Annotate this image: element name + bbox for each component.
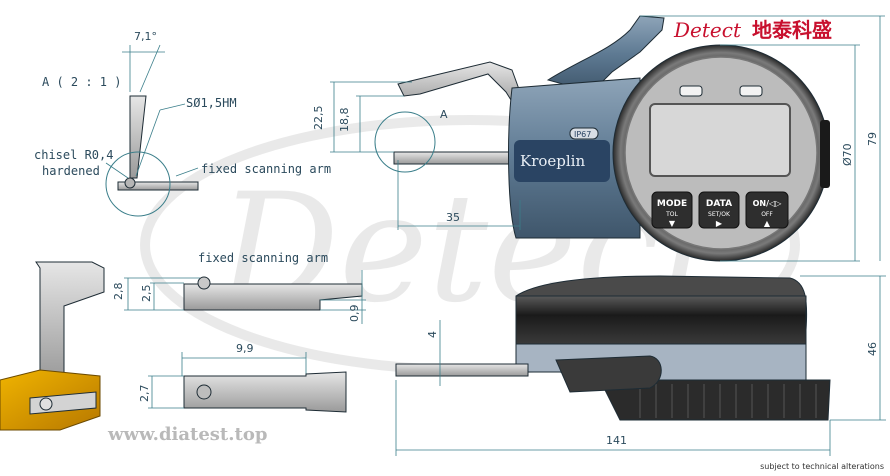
on-button[interactable]: ON/◁▷ OFF ▲ [745,191,789,229]
ball-dim: SØ1,5HM [186,96,237,110]
data-sub: SET/OK [708,211,731,218]
data-label: DATA [706,199,732,209]
dim-46: 46 [866,342,879,356]
brand-en: Detect [673,18,742,42]
mode-sub: TOL [665,211,678,218]
dim-18-8: 18,8 [338,108,351,133]
arm-label-1: fixed scanning arm [201,162,331,176]
arm-side-view: fixed scanning arm 2,8 2,5 0,9 [112,251,366,324]
dim-9-9: 9,9 [236,342,254,355]
dim-141: 141 [606,434,627,447]
brand-plate [514,140,610,182]
dim-22-5: 22,5 [312,106,325,131]
dim-2-7: 2,7 [138,385,151,403]
gauge-brand-text: Kroeplin [520,152,585,170]
dim-dia-70: Ø70 [841,143,854,166]
mode-button[interactable]: MODE TOL ▼ [651,191,693,229]
detail-a-marker: A [440,108,448,121]
hardened-label: hardened [42,164,100,178]
mode-label: MODE [657,199,687,209]
dim-2-8: 2,8 [112,283,125,301]
arm-top-view: 9,9 2,7 [138,342,347,413]
ip-rating: IP67 [574,130,591,139]
mode-arrow: ▼ [669,219,676,228]
lcd-display [649,103,791,177]
on-label: ON/◁▷ [753,199,783,208]
gauge-side-view: 4 46 141 [395,275,886,456]
on-arrow: ▲ [764,219,771,228]
arm-3d-fragment [0,261,105,431]
footnote: subject to technical alterations [760,462,884,471]
data-arrow: ▶ [716,219,723,228]
data-button[interactable]: DATA SET/OK ▶ [698,191,740,229]
dim-35: 35 [446,211,460,224]
arm-label-2: fixed scanning arm [198,251,328,265]
chisel-label: chisel R0,4 [34,148,113,162]
dim-79: 79 [866,132,879,146]
dim-0-9: 0,9 [348,305,361,323]
angle-dim: 7,1° [134,30,157,43]
brand-header: Detect 地泰科盛 [673,18,832,42]
on-sub: OFF [761,211,773,218]
detail-scale-label: A ( 2 : 1 ) [42,75,121,89]
gauge-front-view: Kroeplin IP67 MODE TOL ▼ DATA SET/OK ▶ O… [312,15,885,262]
dim-4: 4 [426,331,439,338]
dim-2-5: 2,5 [140,285,153,303]
detail-a-view: A ( 2 : 1 ) 7,1° SØ1,5HM chisel R0,4 har… [34,30,331,217]
website-text: www.diatest.top [107,424,267,445]
brand-cn: 地泰科盛 [752,18,832,42]
